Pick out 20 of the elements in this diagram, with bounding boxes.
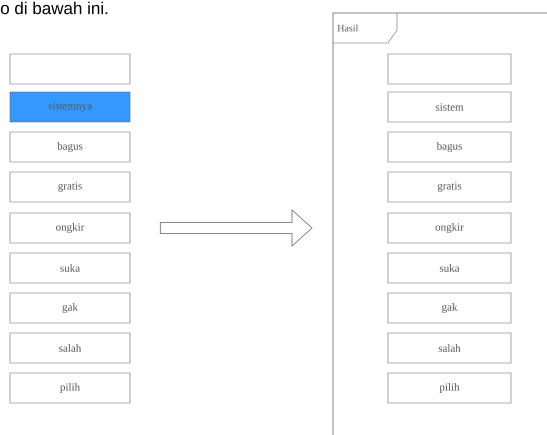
- word-box: [388, 54, 512, 84]
- word-box: salah: [388, 332, 512, 364]
- caption-text: o di bawah ini.: [0, 2, 108, 14]
- word-box: pilih: [10, 372, 130, 404]
- word-box: suka: [10, 252, 130, 284]
- word-box: gak: [10, 292, 130, 324]
- word-box: bagus: [388, 132, 512, 162]
- word-box: suka: [388, 252, 512, 284]
- highlighted-word-box: sistemnya: [10, 92, 130, 122]
- word-box: bagus: [10, 132, 130, 162]
- word-box: gratis: [10, 172, 130, 202]
- word-box: [10, 54, 130, 84]
- block-arrow: [160, 209, 313, 247]
- word-box: salah: [10, 332, 130, 364]
- word-box: ongkir: [10, 212, 130, 244]
- word-box: gak: [388, 292, 512, 324]
- word-box: ongkir: [388, 212, 512, 244]
- word-box: gratis: [388, 172, 512, 202]
- word-box: sistem: [388, 92, 512, 122]
- word-box: pilih: [388, 372, 512, 404]
